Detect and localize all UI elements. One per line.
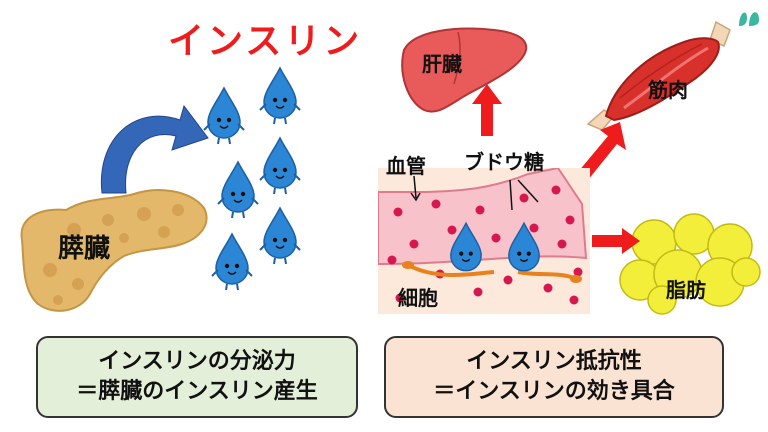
insulin-drop bbox=[259, 207, 301, 265]
fat-label: 脂肪 bbox=[666, 278, 706, 302]
left-caption-box: インスリンの分泌力 ＝膵臓のインスリン産生 bbox=[36, 336, 358, 418]
insulin-drop bbox=[211, 233, 253, 291]
pancreas-label: 膵臓 bbox=[58, 234, 111, 264]
arrow-to-fat bbox=[592, 228, 640, 254]
insulin-title: インスリン bbox=[168, 21, 363, 62]
arrow-to-liver bbox=[472, 84, 502, 136]
right-caption-line1: インスリン抵抗性 bbox=[466, 349, 642, 375]
cell-label: 細胞 bbox=[398, 286, 438, 310]
fat-illustration bbox=[619, 213, 761, 315]
pancreas-illustration bbox=[20, 189, 208, 312]
insulin-drop bbox=[203, 87, 245, 145]
insulin-drops-group bbox=[203, 67, 301, 291]
liver-illustration bbox=[401, 27, 528, 113]
secretion-arrow bbox=[100, 104, 209, 194]
vessel-label: 血管 bbox=[386, 154, 426, 178]
insulin-drop bbox=[259, 137, 301, 195]
left-caption-line1: インスリンの分泌力 bbox=[98, 349, 296, 375]
arrow-to-muscle bbox=[578, 122, 626, 180]
leader-lines bbox=[410, 175, 539, 211]
glucose-label: ブドウ糖 bbox=[464, 150, 544, 174]
vessel-cell-illustration bbox=[378, 168, 590, 314]
right-caption-line2: ＝インスリンの効き具合 bbox=[433, 379, 675, 404]
muscle-illustration bbox=[586, 20, 731, 131]
muscle-label: 筋肉 bbox=[648, 78, 688, 102]
brand-logo-icon bbox=[739, 12, 759, 26]
insulin-drop bbox=[259, 67, 301, 125]
liver-label: 肝臓 bbox=[422, 52, 462, 76]
right-caption-box: インスリン抵抗性 ＝インスリンの効き具合 bbox=[384, 336, 724, 418]
insulin-drop bbox=[217, 161, 259, 219]
left-caption-line2: ＝膵臓のインスリン産生 bbox=[76, 379, 318, 404]
